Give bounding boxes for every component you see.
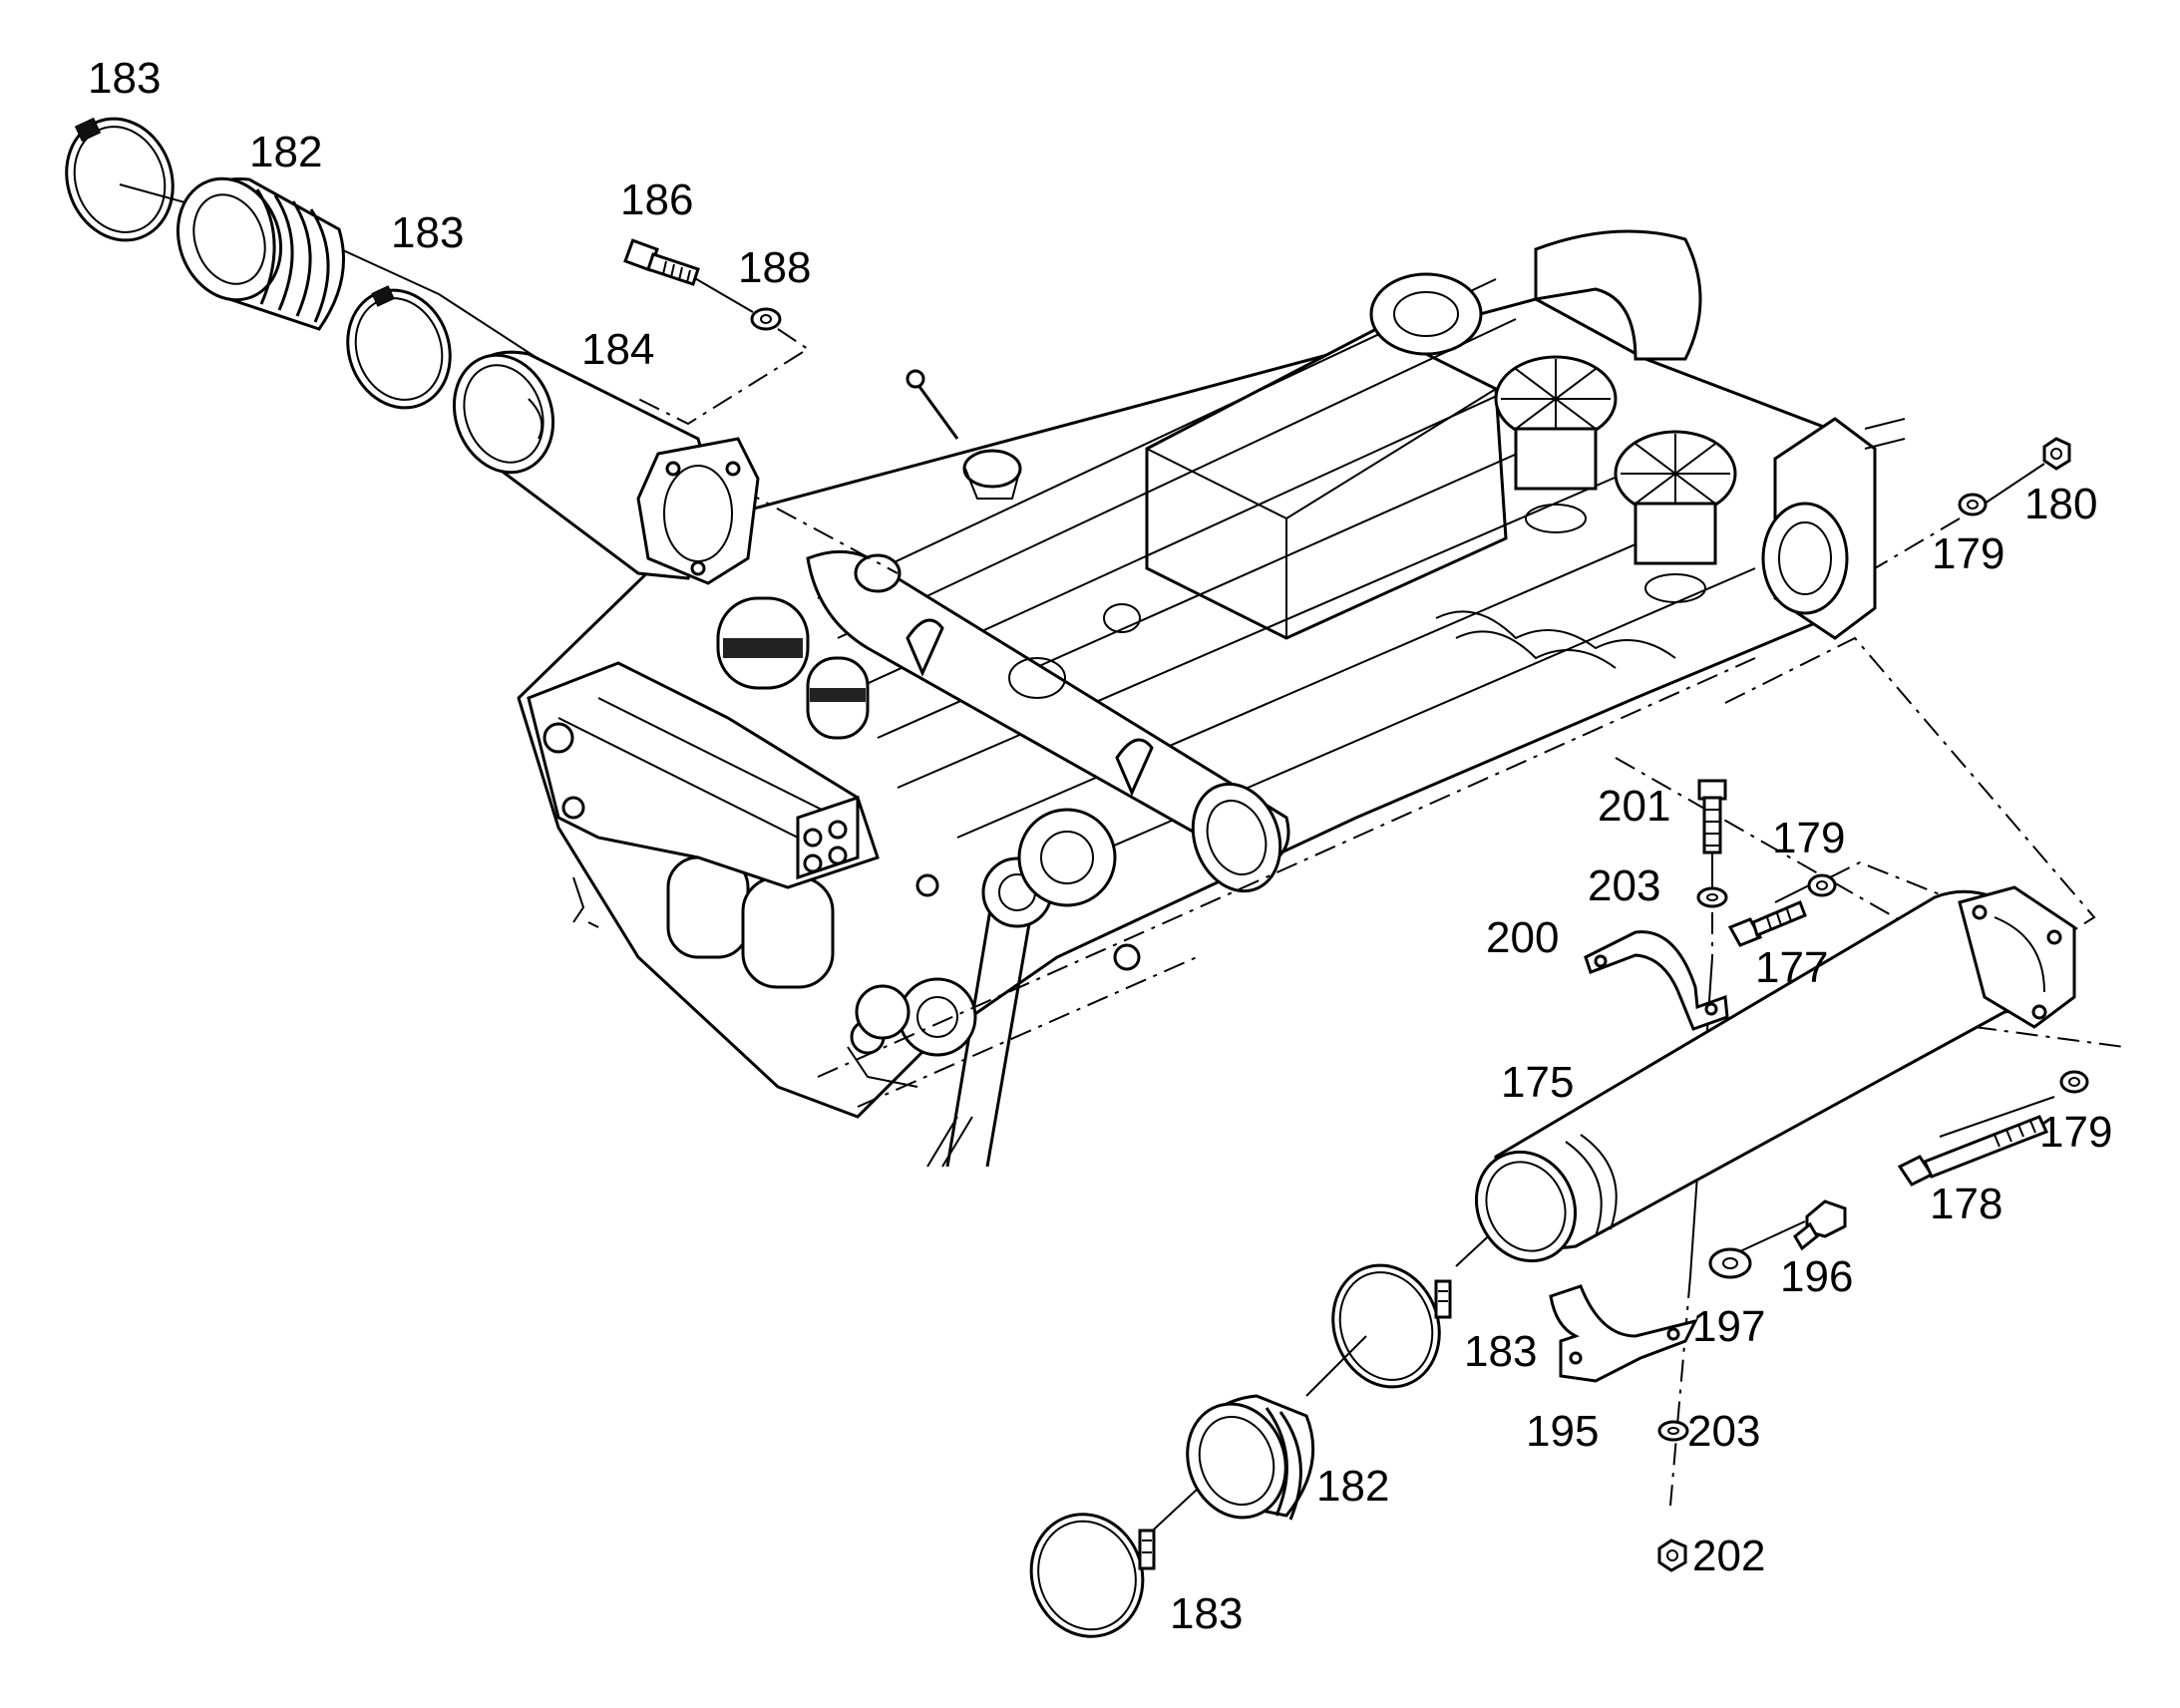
washer-197 [1708, 1247, 1752, 1279]
callout-labels: 183 182 183 186 188 184 180 179 201 203 … [88, 54, 2112, 1638]
callout-183-mid: 183 [391, 208, 464, 257]
callout-201: 201 [1598, 782, 1670, 831]
washer-179-right [2059, 1070, 2089, 1094]
strap-195 [1549, 1284, 1698, 1383]
washer-203-lower [1657, 1420, 1689, 1442]
callout-183-lower: 183 [1464, 1327, 1537, 1376]
hose-clamp-183-top [65, 117, 175, 242]
callout-179-mid: 179 [1772, 814, 1845, 862]
callout-183-top-left: 183 [88, 54, 161, 103]
callout-197: 197 [1692, 1302, 1765, 1351]
washer-203-upper [1696, 886, 1728, 908]
callout-182-bottom: 182 [1316, 1462, 1389, 1511]
pipe-175 [1474, 885, 2076, 1263]
air-filter-caps [1494, 355, 1737, 603]
engine-assembly [517, 229, 1906, 1168]
hose-clamp-183-lower [1331, 1263, 1452, 1389]
bolt-201 [1697, 779, 1727, 854]
callout-184: 184 [581, 325, 654, 374]
callout-180: 180 [2024, 480, 2097, 528]
callout-188: 188 [738, 243, 811, 292]
callout-203-lower: 203 [1687, 1407, 1760, 1456]
callout-200: 200 [1486, 913, 1559, 962]
pipe-184 [452, 350, 760, 585]
nut-180 [2042, 437, 2071, 471]
callout-186: 186 [620, 175, 693, 224]
bolt-186 [623, 238, 700, 286]
callout-179-right: 179 [2039, 1108, 2112, 1157]
strap-200 [1584, 930, 1729, 1031]
hose-182-bottom [1186, 1394, 1315, 1521]
bolt-177 [1727, 900, 1807, 947]
callout-196: 196 [1780, 1252, 1853, 1301]
callout-182-top: 182 [249, 128, 322, 176]
callout-183-bottom: 183 [1170, 1589, 1243, 1638]
callout-195: 195 [1526, 1407, 1599, 1456]
hose-182-top [176, 176, 345, 331]
washer-179-mid [1807, 873, 1837, 897]
callout-203-upper: 203 [1588, 861, 1660, 910]
washer-179-top [1958, 493, 1988, 516]
bolt-178 [1897, 1115, 2049, 1187]
bolt-196 [1793, 1199, 1847, 1251]
callout-179-top-right: 179 [1932, 529, 2004, 578]
hose-clamp-183-bottom [1029, 1513, 1156, 1638]
callout-175: 175 [1501, 1058, 1574, 1107]
washer-188 [750, 307, 782, 331]
hose-clamp-183-mid [346, 285, 452, 410]
callout-202: 202 [1692, 1532, 1765, 1580]
callout-178: 178 [1930, 1180, 2002, 1228]
callout-177: 177 [1755, 943, 1828, 992]
nut-202 [1657, 1538, 1687, 1572]
